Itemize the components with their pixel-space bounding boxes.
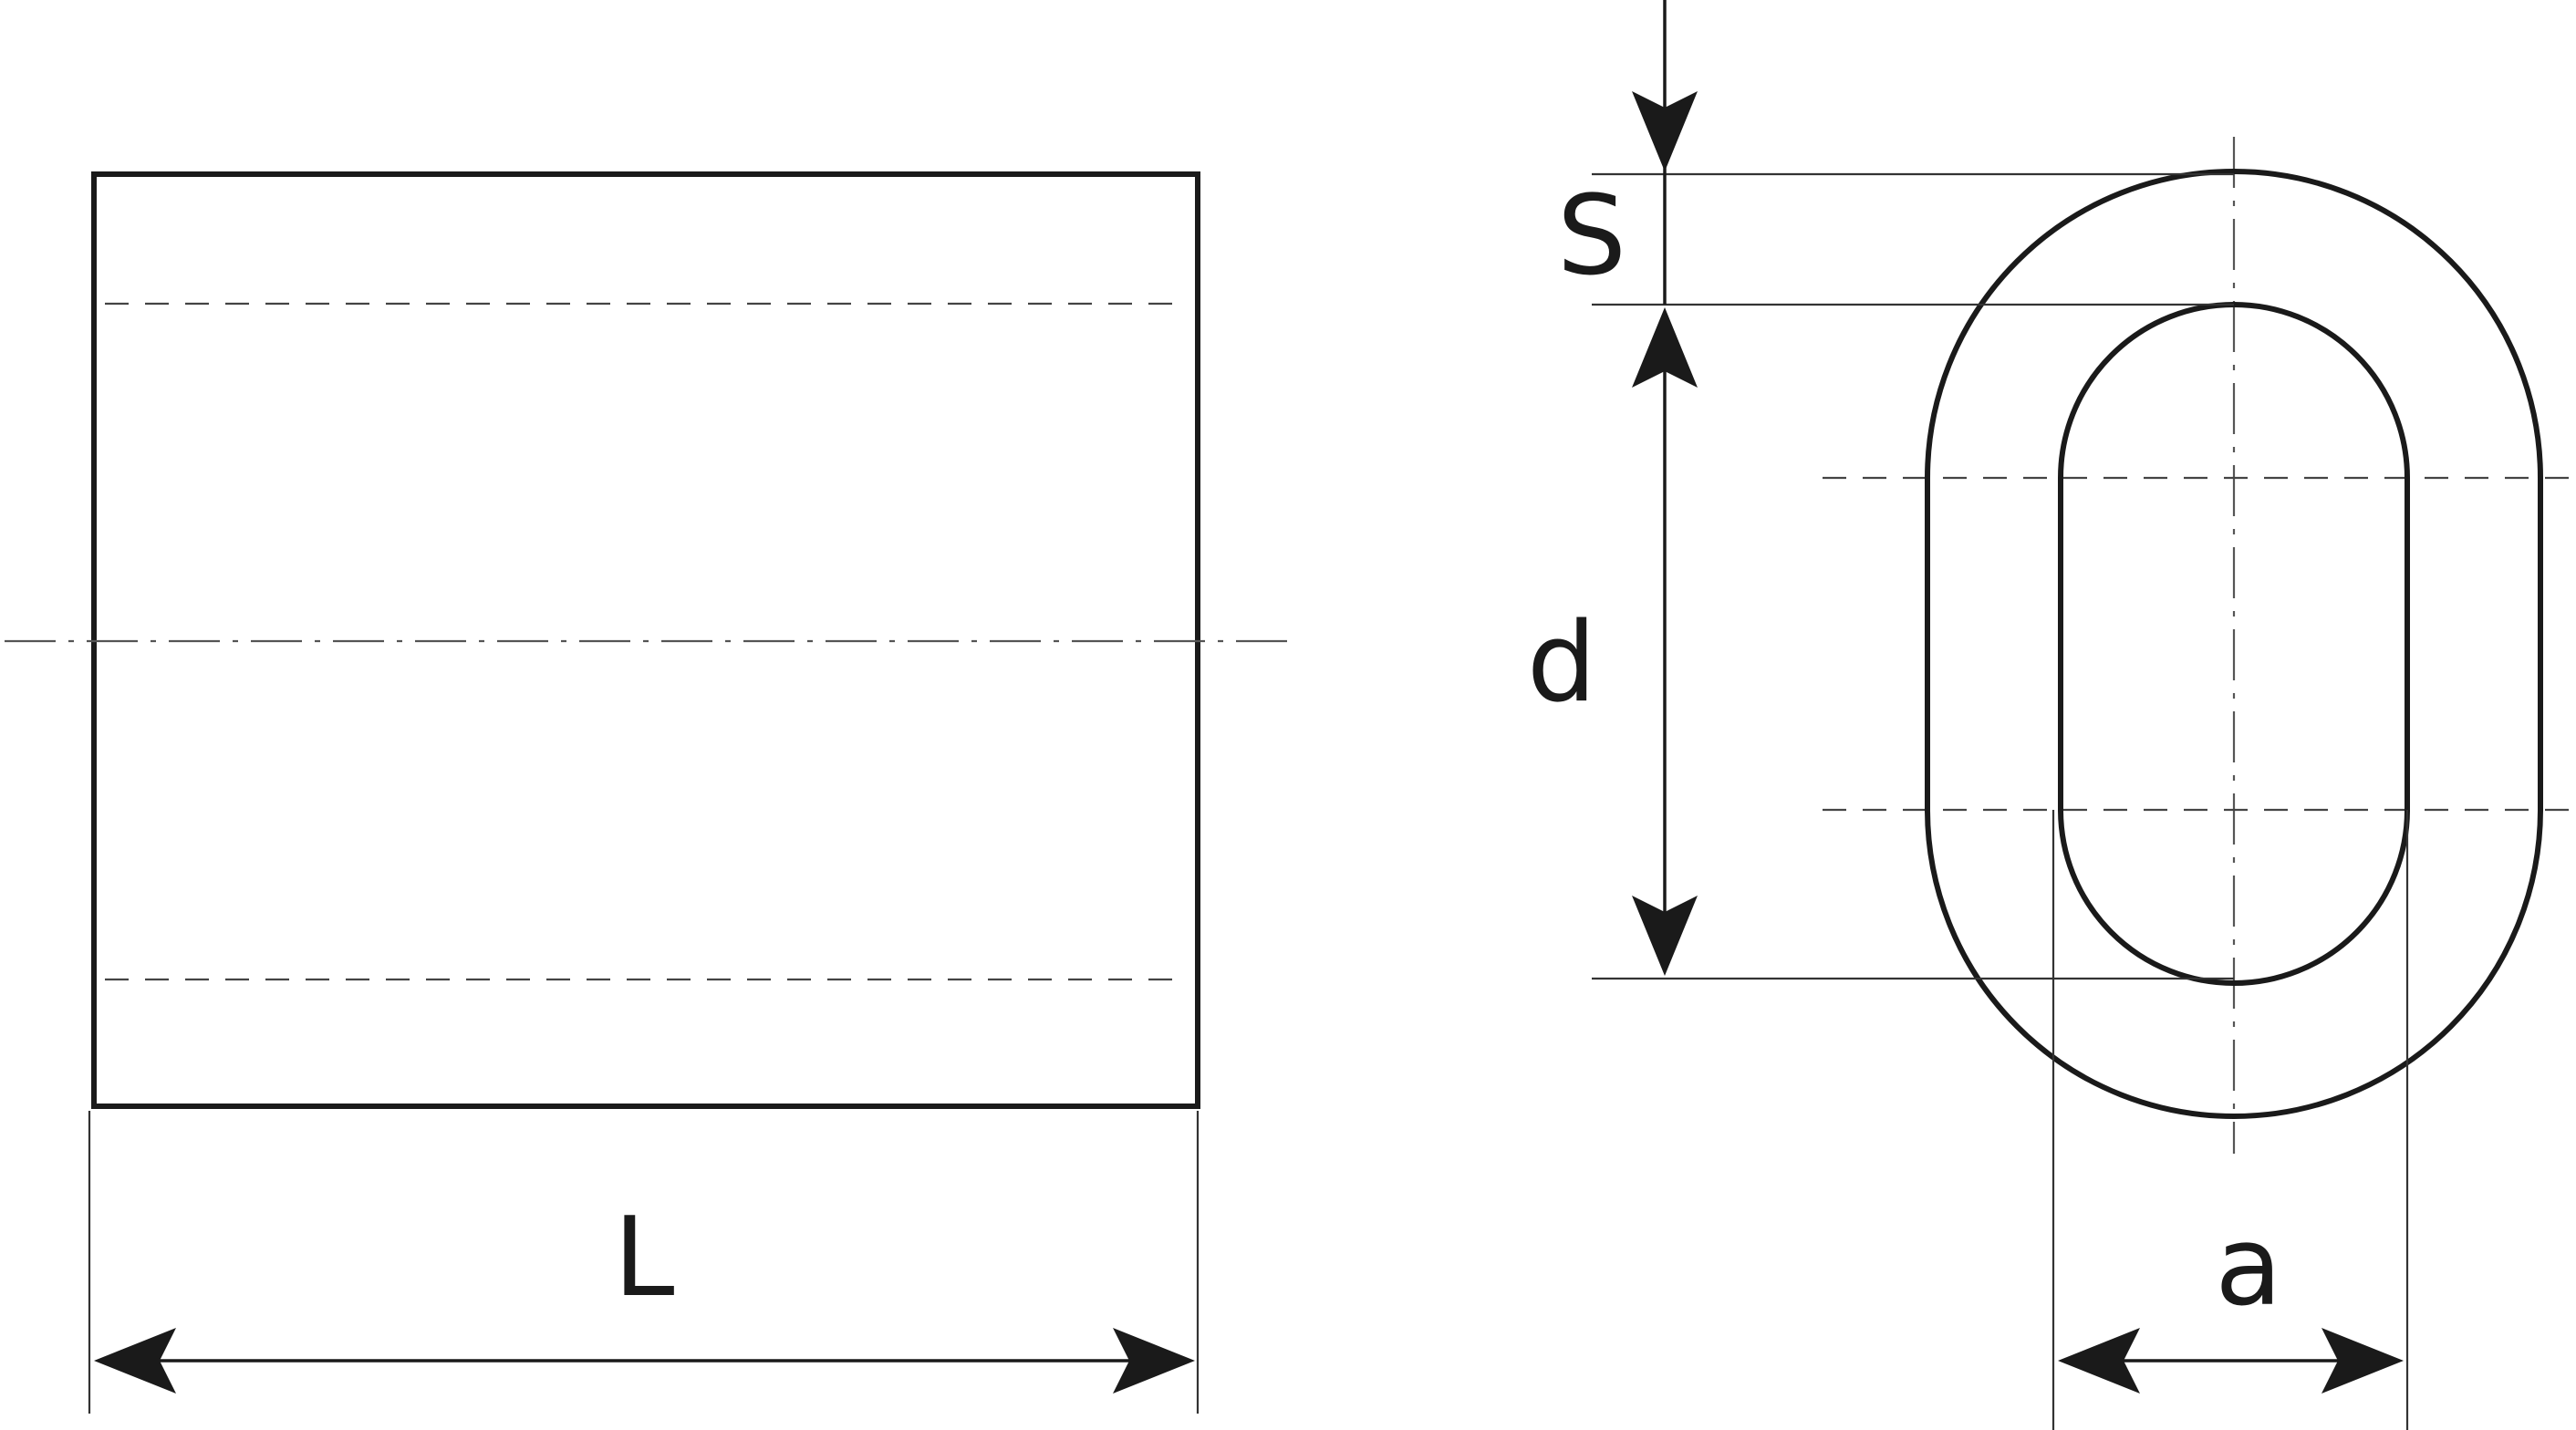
front-view <box>1823 137 2572 1154</box>
arrowhead-left <box>94 1328 176 1394</box>
arrowhead-right <box>1113 1328 1195 1394</box>
thickness-label: S <box>1557 173 1626 300</box>
thickness-arrowhead <box>1632 91 1698 171</box>
side-view <box>5 171 1291 1109</box>
thickness-and-height-dimensions: S d <box>1527 0 2234 980</box>
width-dimension: a <box>2051 810 2409 1430</box>
height-arrowhead-top <box>1632 307 1698 388</box>
height-label: d <box>1527 600 1596 727</box>
outer-oval <box>1925 169 2543 1119</box>
width-arrowhead-right <box>2322 1328 2404 1394</box>
width-arrowhead-left <box>2058 1328 2140 1394</box>
length-dimension: L <box>88 1111 1200 1414</box>
length-label: L <box>614 1195 675 1321</box>
height-arrowhead-bottom <box>1632 896 1698 976</box>
width-label: a <box>2215 1204 2282 1331</box>
